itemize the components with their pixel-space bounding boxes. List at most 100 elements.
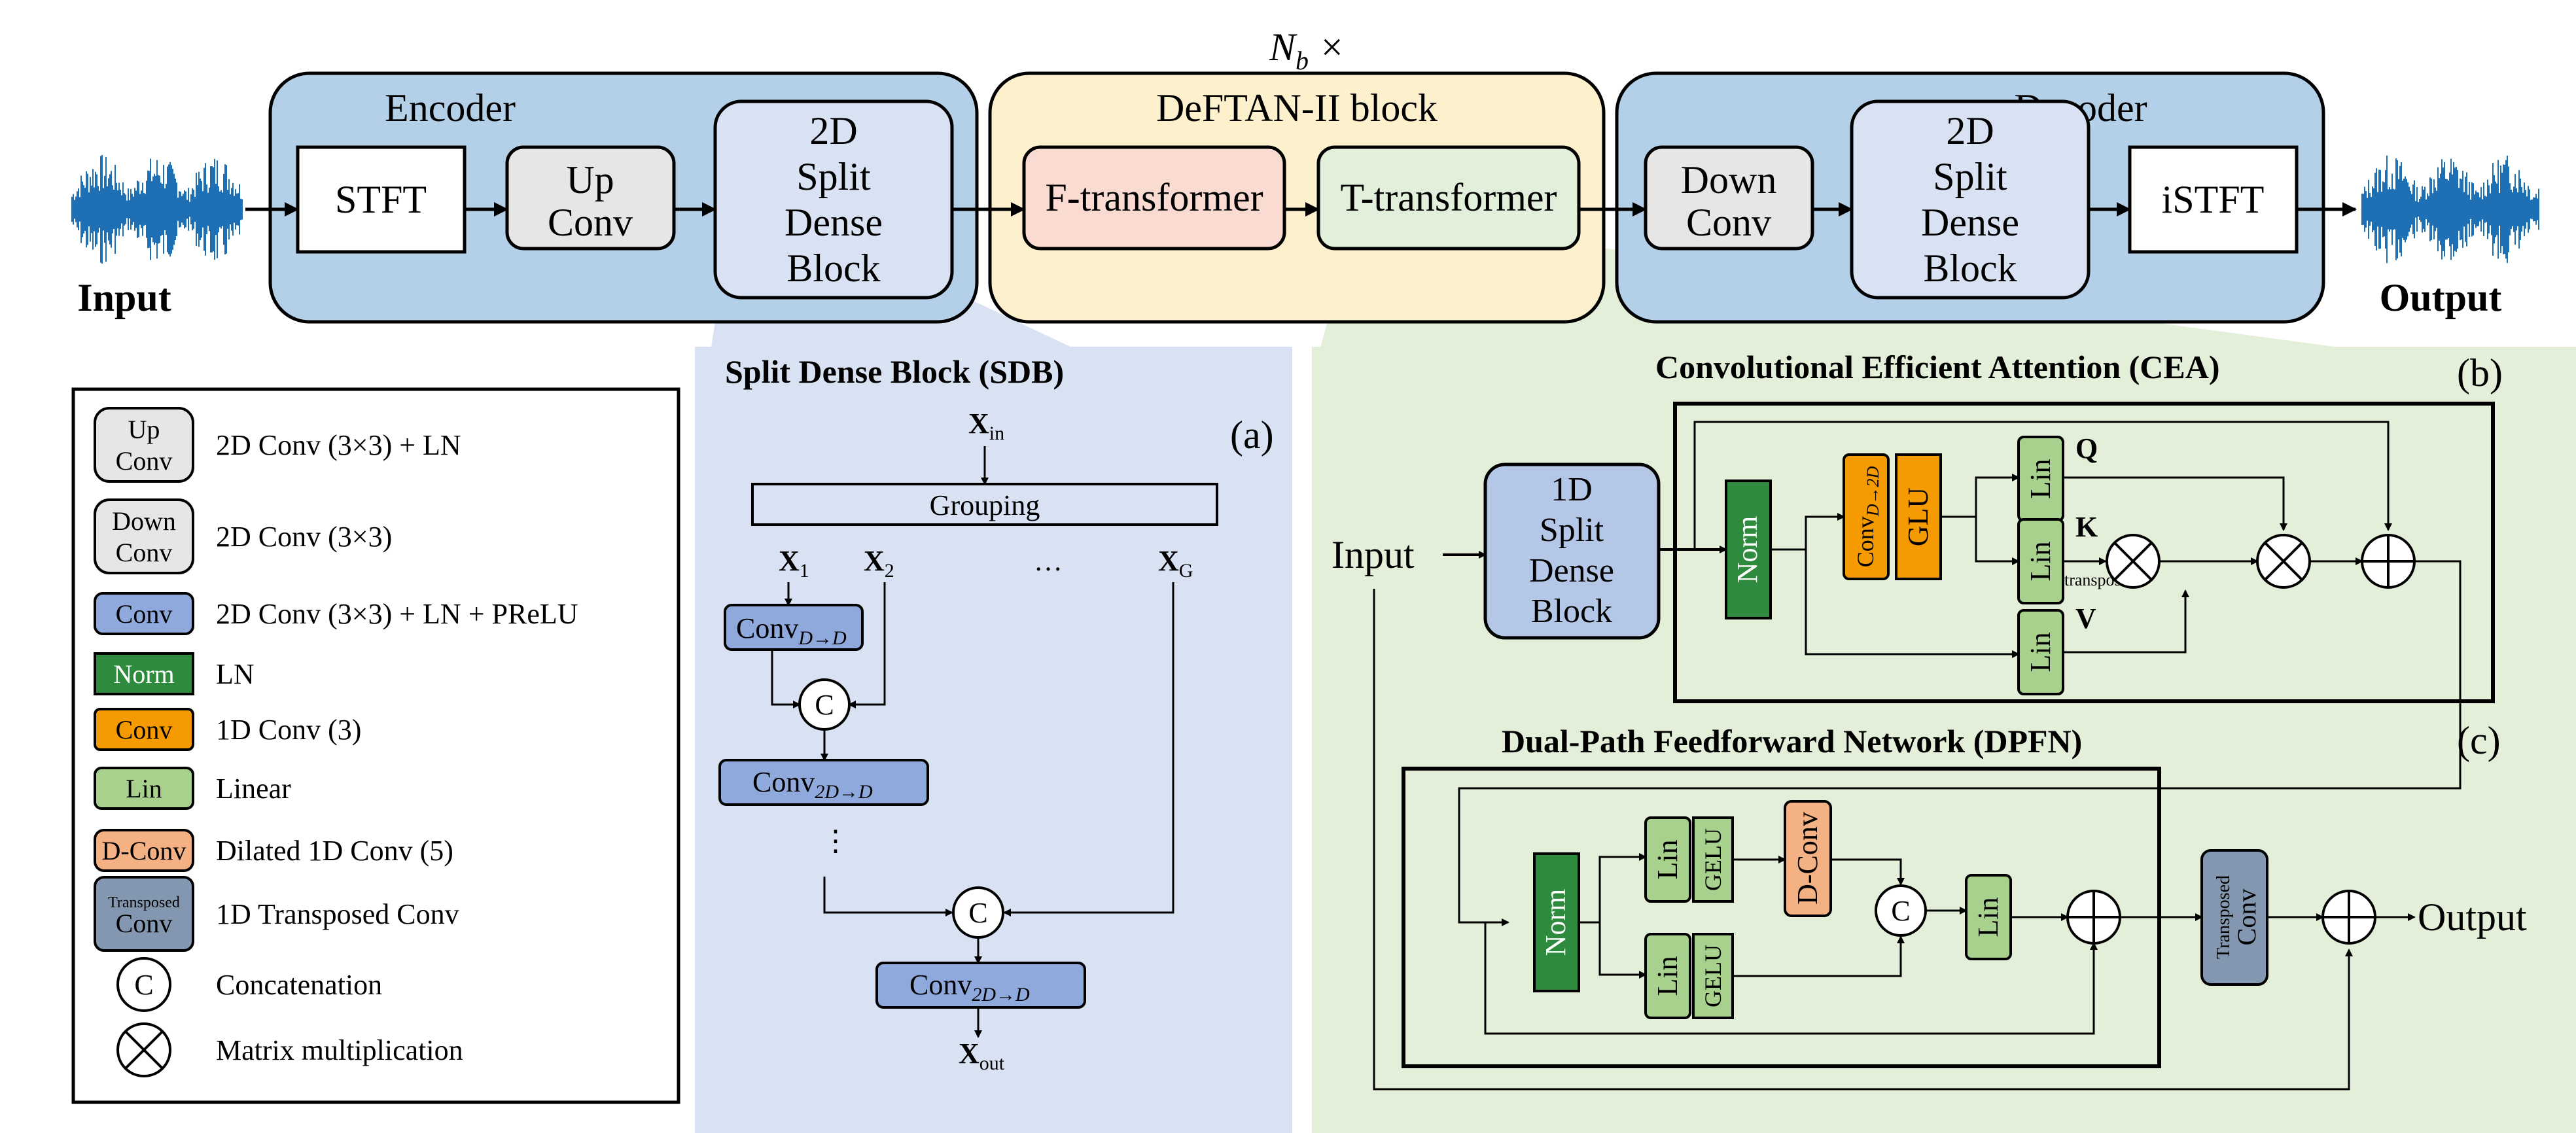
dpfn-norm-label: Norm <box>1540 889 1572 956</box>
cea-glu-to-k <box>1975 517 2020 565</box>
cea-add <box>2361 534 2416 589</box>
legend-swatch-label: Norm <box>113 659 174 689</box>
cea-input: Input <box>1332 533 1415 576</box>
dpfn-output-label: Output <box>2418 896 2527 939</box>
dpfn-gelu2-label: GELU <box>1700 945 1726 1007</box>
legend-description: LN <box>216 658 255 690</box>
legend-description: Dilated 1D Conv (5) <box>216 835 453 867</box>
sdb-concat-1-label: C <box>815 689 834 721</box>
legend-swatch <box>94 767 194 810</box>
deftan-container <box>988 71 1606 324</box>
dpfn-lin2 <box>1644 933 1691 1019</box>
legend-description: Matrix multiplication <box>216 1034 463 1066</box>
dpfn-residual <box>1484 922 2098 1035</box>
sdb-x2-to-c <box>848 582 886 708</box>
legend-description: Concatenation <box>216 969 382 1001</box>
sdb-tag: (a) <box>1230 413 1274 457</box>
f-transformer-box <box>1022 145 1286 251</box>
sdb-x1: X1 <box>779 545 809 582</box>
legend-description: 2D Conv (3×3) <box>216 521 392 553</box>
legend-swatch-label: D-Conv <box>102 836 186 865</box>
stft-box <box>296 145 467 254</box>
sdb-panel <box>695 347 1292 1133</box>
cea-k-label: K <box>2075 511 2098 543</box>
cea-frame <box>1673 402 2495 703</box>
legend-swatch-label: Conv <box>116 599 173 629</box>
legend-description: 2D Conv (3×3) + LN <box>216 429 461 461</box>
dpfn-tag: (c) <box>2457 719 2501 762</box>
sdb-concat-2-label: C <box>968 897 987 929</box>
cea-residual <box>1693 421 2392 549</box>
final-add <box>2321 890 2376 945</box>
cea-input-residual <box>1373 589 2353 1090</box>
dpfn-add <box>2066 890 2121 945</box>
concat-icon-label: C <box>134 969 153 1001</box>
sdb-conv2-box <box>718 759 929 806</box>
sdb-vdots: ⋮ <box>821 825 850 857</box>
dpfn-gelu2-to-c <box>1733 935 1905 977</box>
legend-swatch-label: Lin <box>126 774 162 803</box>
cea-v-label: V <box>2075 602 2096 635</box>
waveform-trace <box>71 154 243 264</box>
sdb-x-out: Xout <box>959 1037 1005 1074</box>
cea-lin-q-label: Lin <box>2024 459 2056 498</box>
legend-swatch <box>94 407 194 483</box>
legend-swatch <box>94 708 194 751</box>
down-conv-box <box>1644 145 1814 251</box>
dpfn-lin1 <box>1644 816 1691 903</box>
input-waveform <box>71 154 243 264</box>
enc-sdb-box <box>713 99 954 300</box>
cea-norm-label: Norm <box>1731 516 1763 584</box>
sdb-conv1-label: ConvD→D <box>736 612 847 649</box>
legend-row: Norm LN <box>94 652 255 695</box>
dpfn-concat-label: C <box>1891 895 1910 927</box>
f-transformer-label: F-transformer <box>1045 176 1263 219</box>
legend-swatch <box>94 592 194 635</box>
cea-mult-1 <box>2106 534 2161 589</box>
cea-glu-label: GLU <box>1902 487 1934 546</box>
sdb-conv3-label: Conv2D→D <box>909 969 1030 1005</box>
transposed-conv-label: TransposedConv <box>2214 875 2261 959</box>
cea-glu-to-q <box>1941 474 2020 518</box>
dec-sdb-box <box>1850 99 2091 300</box>
cea-norm-to-v <box>1805 549 2020 658</box>
output-waveform <box>2361 155 2539 264</box>
stft-label: STFT <box>335 178 427 221</box>
nb-label: Nb × <box>1269 26 1345 75</box>
dpfn-title: Dual-Path Feedforward Network (DPFN) <box>1502 723 2082 759</box>
cea-tag: (b) <box>2457 351 2503 394</box>
legend-description: 1D Transposed Conv <box>216 898 459 930</box>
matmul-icon-stroke <box>124 1030 164 1070</box>
sdb-title: Split Dense Block (SDB) <box>725 353 1064 390</box>
cea-mult-2 <box>2256 534 2311 589</box>
legend-row: Matrix multiplication <box>116 1022 463 1077</box>
sdb-dots: … <box>1034 545 1063 577</box>
istft-box <box>2128 145 2299 254</box>
dpfn-gelu1 <box>1692 816 1734 903</box>
waveform-trace <box>2361 155 2539 264</box>
dpfn-lin2-label: Lin <box>1651 956 1684 996</box>
cea-conv-box <box>1843 453 1890 580</box>
t-transformer-box <box>1316 145 1581 251</box>
sdb-conv1-to-c <box>771 650 801 708</box>
legend-row: C Concatenation <box>116 957 382 1012</box>
legend-swatch <box>94 829 194 872</box>
sdb-conv3-box <box>875 962 1086 1009</box>
deftan-title: DeFTAN-II block <box>1156 86 1438 130</box>
dpfn-gelu2 <box>1692 933 1734 1019</box>
output-label: Output <box>2380 276 2502 319</box>
legend-swatch <box>94 652 194 695</box>
legend-swatch <box>94 876 194 952</box>
